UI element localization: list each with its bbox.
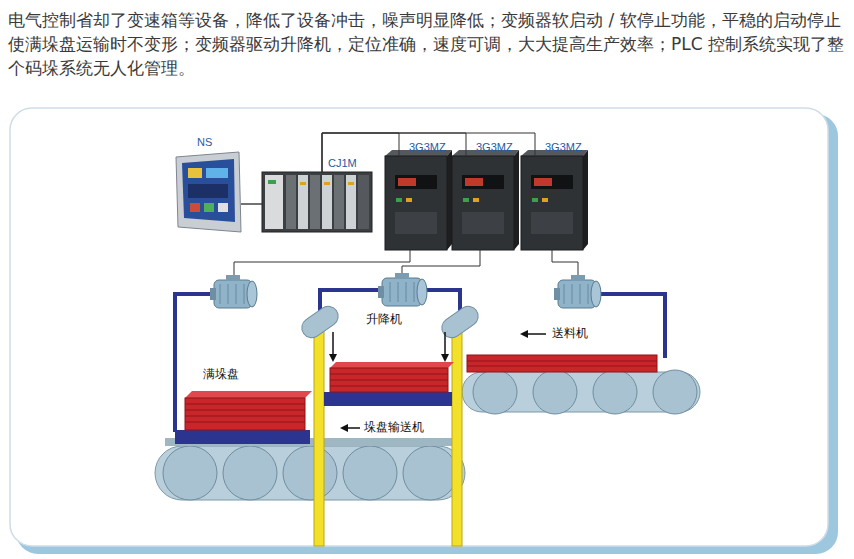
motor [554, 275, 601, 308]
device-label: 3G3MZ [545, 141, 582, 154]
part-label: 送料机 [552, 326, 588, 341]
lift [298, 302, 482, 546]
inverter-node: 3G3MZ [521, 156, 583, 250]
hmi-node: NS [175, 152, 241, 232]
inverter [385, 150, 452, 250]
motor-wire [234, 250, 578, 279]
caption-text: 电气控制省却了变速箱等设备，降低了设备冲击，噪声明显降低；变频器软启动 / 软停… [8, 8, 850, 80]
device-label: 3G3MZ [476, 141, 513, 154]
signal-cable [241, 204, 262, 205]
feed-conveyor [462, 355, 700, 414]
pallet-conveyor [155, 438, 465, 500]
inverter-node: 3G3MZ [385, 156, 447, 250]
inverter-node: 3G3MZ [452, 156, 514, 250]
full-pallet [175, 391, 312, 444]
signal-cable [322, 133, 399, 172]
part-label: 满垛盘 [203, 367, 239, 382]
inverter [521, 150, 588, 250]
hmi-panel [176, 152, 241, 232]
direction-arrow [340, 330, 546, 432]
device-label: 3G3MZ [409, 141, 446, 154]
plc-node: CJ1M [262, 172, 372, 232]
motor [378, 273, 427, 306]
motor [210, 275, 257, 308]
signal-cable [322, 133, 535, 172]
frame [10, 108, 828, 546]
hmi-stand [241, 204, 262, 205]
signal-cable [322, 133, 466, 172]
plc-rack [262, 172, 372, 232]
inverter [452, 150, 519, 250]
device-label: CJ1M [328, 157, 357, 170]
device-label: NS [197, 136, 212, 149]
part-label: 升降机 [366, 312, 402, 327]
part-label: 垛盘输送机 [364, 420, 424, 435]
